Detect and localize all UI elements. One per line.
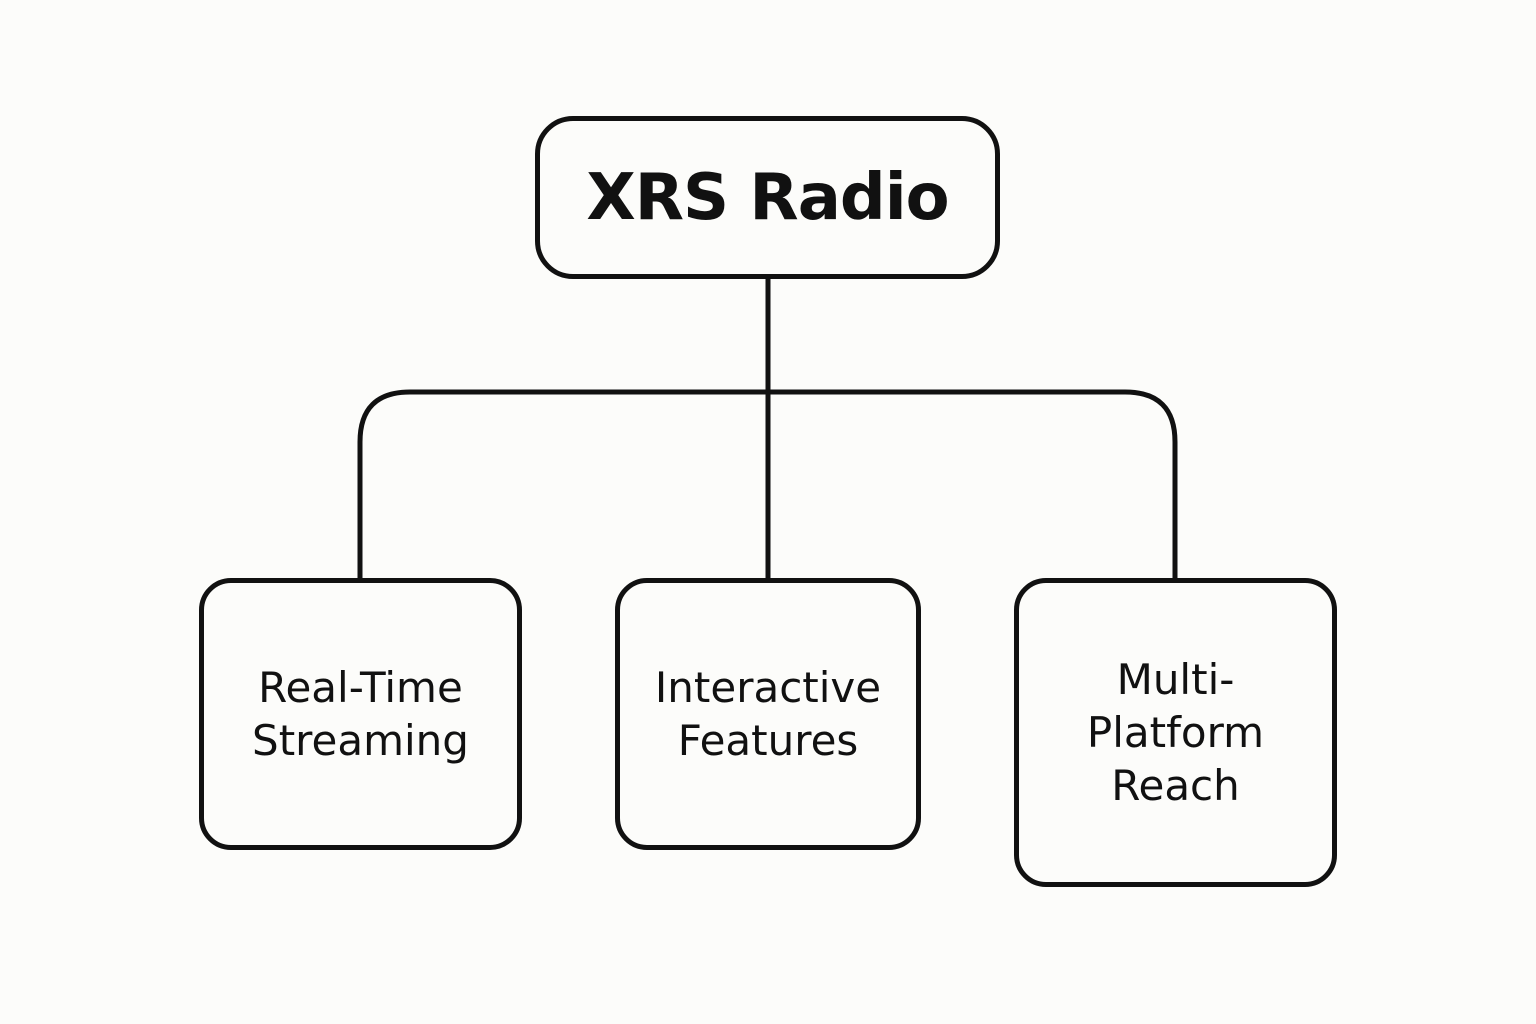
child-node-label: Interactive Features (654, 663, 882, 765)
root-node-label: XRS Radio (586, 160, 949, 235)
child-node-multi-platform-reach: Multi- Platform Reach (1014, 578, 1337, 887)
child-node-interactive-features: Interactive Features (615, 578, 921, 850)
root-node-xrs-radio: XRS Radio (535, 116, 1000, 279)
child-node-label: Real-Time Streaming (252, 663, 469, 765)
child-node-real-time-streaming: Real-Time Streaming (199, 578, 522, 850)
child-node-label: Multi- Platform Reach (1086, 655, 1265, 810)
